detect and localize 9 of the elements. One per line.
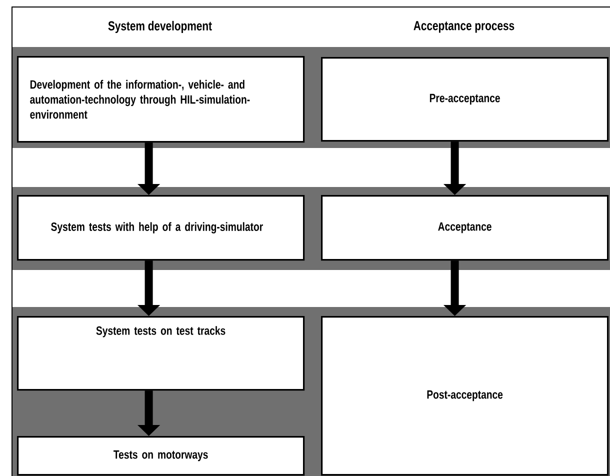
process-box: System tests on test tracks bbox=[17, 316, 305, 391]
process-box: Development of the information-, vehicle- and automation-technology through HIL-simulation-environment bbox=[17, 56, 305, 143]
process-box: Post-acceptance bbox=[321, 316, 609, 476]
column-heading: Acceptance process bbox=[414, 21, 514, 33]
process-box: Acceptance bbox=[321, 194, 609, 261]
column-heading: System development bbox=[108, 20, 212, 34]
process-box: Tests on motorways bbox=[17, 436, 305, 476]
process-box: Pre-acceptance bbox=[321, 57, 609, 142]
process-box: System tests with help of a driving-simulator bbox=[17, 194, 305, 261]
